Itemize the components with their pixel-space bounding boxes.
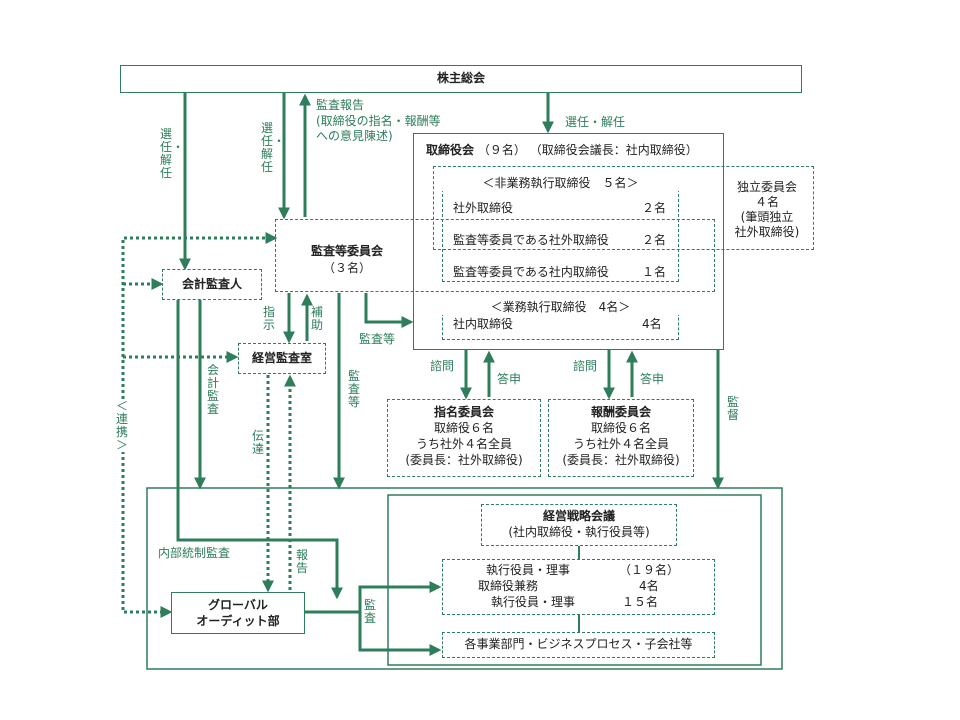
label-elect-accounting: 選任・解任: [160, 127, 185, 180]
compensation-line3: (委員長：社外取締役): [562, 453, 680, 467]
officers-row2-count: 4名: [639, 579, 659, 593]
independent-committee-note1: (筆頭独立: [740, 210, 794, 224]
label-supervision: 監督: [727, 395, 740, 422]
accounting-auditor-title: 会計監査人: [181, 277, 242, 291]
label-elect-board: 選任・解任: [565, 115, 626, 129]
label-elect-audit-committee: 選任・解任: [261, 121, 286, 174]
global-audit-line2: オーディット部: [196, 614, 280, 628]
compensation-line1: 取締役６名: [590, 421, 651, 435]
board-box: 取締役会 （９名） （取締役会議長：社内取締役） ＜非業務執行取締役 ５名＞ 社…: [413, 133, 724, 350]
label-assist: 補助: [311, 305, 324, 332]
row-exec-label: 社内取締役: [453, 317, 514, 331]
nomination-line3: (委員長：社外取締役): [405, 453, 523, 467]
compensation-committee-box: 報酬委員会 取締役６名 うち社外４名全員 (委員長：社外取締役): [548, 399, 694, 477]
label-report: 報告: [296, 548, 309, 575]
coop-audit-committee: [121, 232, 278, 441]
management-strategy-title: 経営戦略会議: [542, 509, 615, 523]
business-divisions-title: 各事業部門・ビジネスプロセス・子会社等: [464, 637, 693, 651]
label-audit-etc-h: 監査等: [359, 332, 396, 346]
exec-header: ＜業務執行取締役 4名＞: [442, 300, 679, 315]
compensation-line2: うち社外４名全員: [572, 437, 669, 451]
nomination-committee-box: 指名委員会 取締役６名 うち社外４名全員 (委員長：社外取締役): [387, 399, 541, 477]
officers-row3-count: １５名: [622, 595, 659, 609]
row-audit-inside-label: 監査等委員である社内取締役: [453, 265, 609, 279]
compensation-title: 報酬委員会: [590, 405, 651, 419]
label-communicate: 伝達: [252, 429, 265, 456]
independent-committee-box: [433, 166, 814, 250]
label-inquiry-1: 諮問: [430, 359, 455, 373]
row-audit-inside-count: １名: [642, 265, 667, 279]
audit-committee-count: （３名）: [322, 261, 371, 275]
independent-committee-count: ４名: [754, 195, 779, 209]
arrow-audit-officers: [358, 581, 442, 612]
row-exec-count: 4名: [642, 317, 662, 331]
officers-row1-count: （１９名）: [619, 563, 680, 577]
row-audit-outside-label: 監査等委員である社外取締役: [453, 233, 609, 247]
independent-committee-title: 独立委員会: [736, 180, 797, 194]
officers-row1-label: 執行役員・理事: [486, 563, 571, 577]
board-chair: （取締役会議長：社内取締役）: [529, 143, 698, 157]
label-internal-control: 内部統制監査: [158, 546, 231, 560]
label-audit-report-3: への意見陳述): [316, 129, 393, 143]
audit-committee-box: [275, 219, 715, 292]
arrow-audit-board: [364, 293, 414, 328]
label-answer-2: 答申: [640, 372, 665, 386]
execution-frame: [146, 487, 783, 670]
label-audit-bottom: 監査: [364, 598, 377, 625]
nomination-title: 指名委員会: [433, 405, 494, 419]
non-exec-header: ＜非業務執行取締役 ５名＞: [442, 176, 679, 191]
shareholders-meeting-title: 株主総会: [436, 71, 485, 85]
management-audit-office-box: 経営監査室: [238, 343, 326, 374]
label-inquiry-2: 諮問: [573, 359, 598, 373]
row-outside-director-label: 社外取締役: [453, 201, 514, 215]
row-outside-director-count: ２名: [642, 201, 667, 215]
label-audit-report-2: (取締役の指名・報酬等: [316, 114, 441, 128]
arrow-internal-control: [176, 300, 343, 600]
label-accounting-audit: 会計監査: [207, 363, 220, 416]
nomination-line2: うち社外４名全員: [415, 437, 512, 451]
label-audit-report-1: 監査報告: [316, 98, 365, 112]
officers-row3-label: 執行役員・理事: [491, 595, 576, 609]
board-count: （９名）: [477, 143, 526, 157]
label-cooperation: ＜連携＞: [116, 399, 130, 452]
global-audit-line1: グローバル: [208, 598, 268, 612]
nomination-line1: 取締役６名: [433, 421, 494, 435]
board-title: 取締役会: [426, 143, 475, 157]
shareholders-meeting-box: 株主総会: [120, 65, 802, 93]
management-strategy-subtitle: (社内取締役・執行役員等): [508, 525, 650, 539]
accounting-auditor-box: 会計監査人: [162, 269, 262, 300]
coop-global-audit: [121, 451, 173, 618]
business-divisions-box: 各事業部門・ビジネスプロセス・子会社等: [442, 632, 715, 658]
management-audit-office-title: 経営監査室: [251, 351, 312, 365]
independent-committee-note2: 社外取締役): [734, 225, 800, 239]
label-instruct: 指示: [263, 305, 276, 332]
officers-box: 執行役員・理事 （１９名） 取締役兼務 4名 執行役員・理事 １５名: [442, 559, 715, 615]
global-audit-box: グローバル オーディット部: [171, 592, 305, 634]
label-answer-1: 答申: [497, 372, 522, 386]
management-strategy-box: 経営戦略会議 (社内取締役・執行役員等): [481, 504, 677, 546]
strategy-frame: [387, 494, 762, 666]
audit-committee-title: 監査等委員会: [310, 244, 383, 258]
arrow-audit-divisions: [358, 612, 442, 656]
label-audit-etc-v: 監査等: [348, 369, 361, 409]
row-audit-outside-count: ２名: [642, 233, 667, 247]
officers-row2-label: 取締役兼務: [478, 579, 539, 593]
non-exec-group: [442, 179, 679, 282]
